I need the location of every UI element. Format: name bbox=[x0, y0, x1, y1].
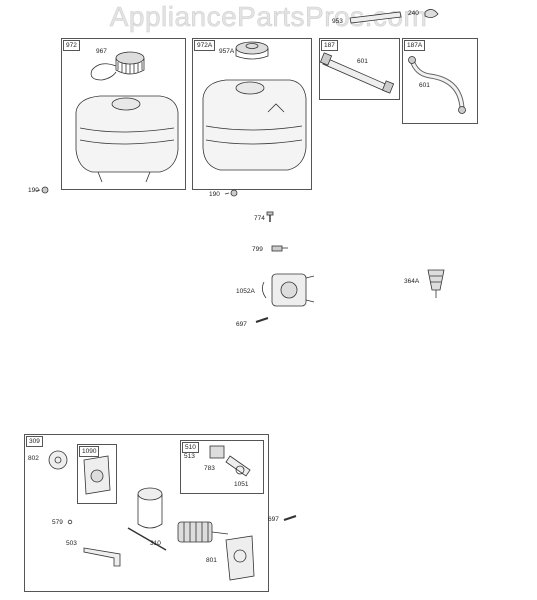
bolt-310 bbox=[127, 527, 167, 551]
fuel-cap-957a bbox=[235, 41, 269, 60]
part-label-1051: 1051 bbox=[234, 481, 249, 488]
fuel-tank-972 bbox=[75, 95, 179, 183]
end-cap-1090 bbox=[83, 455, 111, 495]
screw-190-a bbox=[35, 186, 49, 194]
part-label-802: 802 bbox=[28, 455, 39, 462]
fuel-pump-1052a bbox=[262, 273, 315, 307]
screw-799 bbox=[271, 245, 288, 252]
screw-697-a bbox=[255, 317, 269, 323]
fuel-cap-967 bbox=[90, 51, 145, 81]
part-label-310: 310 bbox=[150, 540, 161, 547]
part-label-601-b: 601 bbox=[419, 82, 430, 89]
clip-240 bbox=[424, 9, 439, 18]
fuel-tank-972a bbox=[202, 79, 307, 171]
part-label-967: 967 bbox=[96, 48, 107, 55]
bracket-503 bbox=[83, 547, 121, 567]
part-label-697-a: 697 bbox=[236, 321, 247, 328]
screw-190-b bbox=[224, 189, 238, 197]
part-label-1052a: 1052A bbox=[236, 288, 255, 295]
group-label-309: 309 bbox=[26, 436, 43, 447]
part-label-799: 799 bbox=[252, 246, 263, 253]
part-label-579: 579 bbox=[52, 519, 63, 526]
part-label-953: 953 bbox=[332, 18, 343, 25]
group-label-187a: 187A bbox=[404, 40, 426, 51]
sensor-364a bbox=[427, 269, 445, 298]
armature bbox=[177, 521, 229, 543]
group-label-972: 972 bbox=[63, 40, 80, 51]
part-label-190-a: 190 bbox=[28, 187, 39, 194]
group-label-187: 187 bbox=[321, 40, 338, 51]
washer-579 bbox=[67, 519, 73, 525]
part-label-190-b: 190 bbox=[209, 191, 220, 198]
group-box-187a bbox=[402, 38, 478, 124]
part-label-364a: 364A bbox=[404, 278, 420, 285]
screw-697-b bbox=[283, 515, 297, 521]
hose-953 bbox=[349, 11, 402, 24]
group-label-972a: 972A bbox=[194, 40, 216, 51]
end-cap-801 bbox=[225, 535, 255, 581]
group-box-510 bbox=[180, 440, 264, 494]
part-label-957a: 957A bbox=[219, 48, 235, 55]
part-label-774: 774 bbox=[254, 215, 265, 222]
part-label-783: 783 bbox=[204, 465, 215, 472]
part-label-513: 513 bbox=[184, 453, 195, 460]
part-label-601-a: 601 bbox=[357, 58, 368, 65]
group-box-187 bbox=[319, 38, 400, 100]
part-label-503: 503 bbox=[66, 540, 77, 547]
pinion-gear bbox=[209, 445, 251, 477]
group-box-972a bbox=[192, 38, 312, 190]
part-label-240: 240 bbox=[408, 10, 419, 17]
screw-774 bbox=[266, 211, 274, 222]
part-label-801: 801 bbox=[206, 557, 217, 564]
group-label-510: 510 bbox=[182, 442, 199, 453]
group-label-1090: 1090 bbox=[79, 446, 100, 457]
fuel-line-601 bbox=[319, 52, 395, 94]
group-box-309 bbox=[24, 434, 269, 592]
fuel-line-601-curved bbox=[408, 56, 466, 114]
group-box-972 bbox=[61, 38, 186, 190]
part-label-697-b: 697 bbox=[268, 516, 279, 523]
plate-802 bbox=[48, 450, 68, 470]
starter-housing bbox=[137, 487, 163, 529]
group-box-1090 bbox=[77, 444, 117, 504]
